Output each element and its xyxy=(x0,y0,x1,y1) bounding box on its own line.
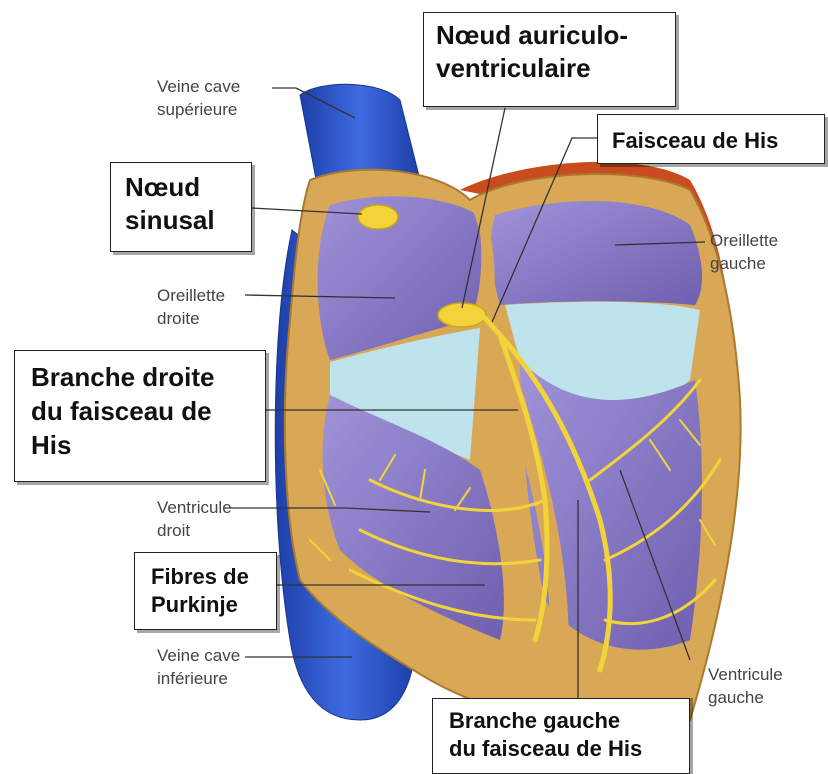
label-oreillette-gauche: Oreillette gauche xyxy=(710,230,778,276)
label-ventricule-droit: Ventricule droit xyxy=(157,497,232,543)
label-oreillette-droite: Oreillette droite xyxy=(157,285,225,331)
label-veine-cave-inferieure: Veine cave inférieure xyxy=(157,645,240,691)
label-faisceau-his: Faisceau de His xyxy=(597,114,825,164)
label-noeud-av: Nœud auriculo- ventriculaire xyxy=(423,12,676,107)
sinus-node xyxy=(358,205,398,229)
label-fibres-purkinje: Fibres de Purkinje xyxy=(134,552,277,630)
label-ventricule-gauche: Ventricule gauche xyxy=(708,664,783,710)
label-veine-cave-superieure: Veine cave supérieure xyxy=(157,76,240,122)
label-branche-gauche: Branche gauche du faisceau de His xyxy=(432,698,690,774)
label-branche-droite: Branche droite du faisceau de His xyxy=(14,350,266,482)
label-noeud-sinusal: Nœud sinusal xyxy=(110,162,252,252)
